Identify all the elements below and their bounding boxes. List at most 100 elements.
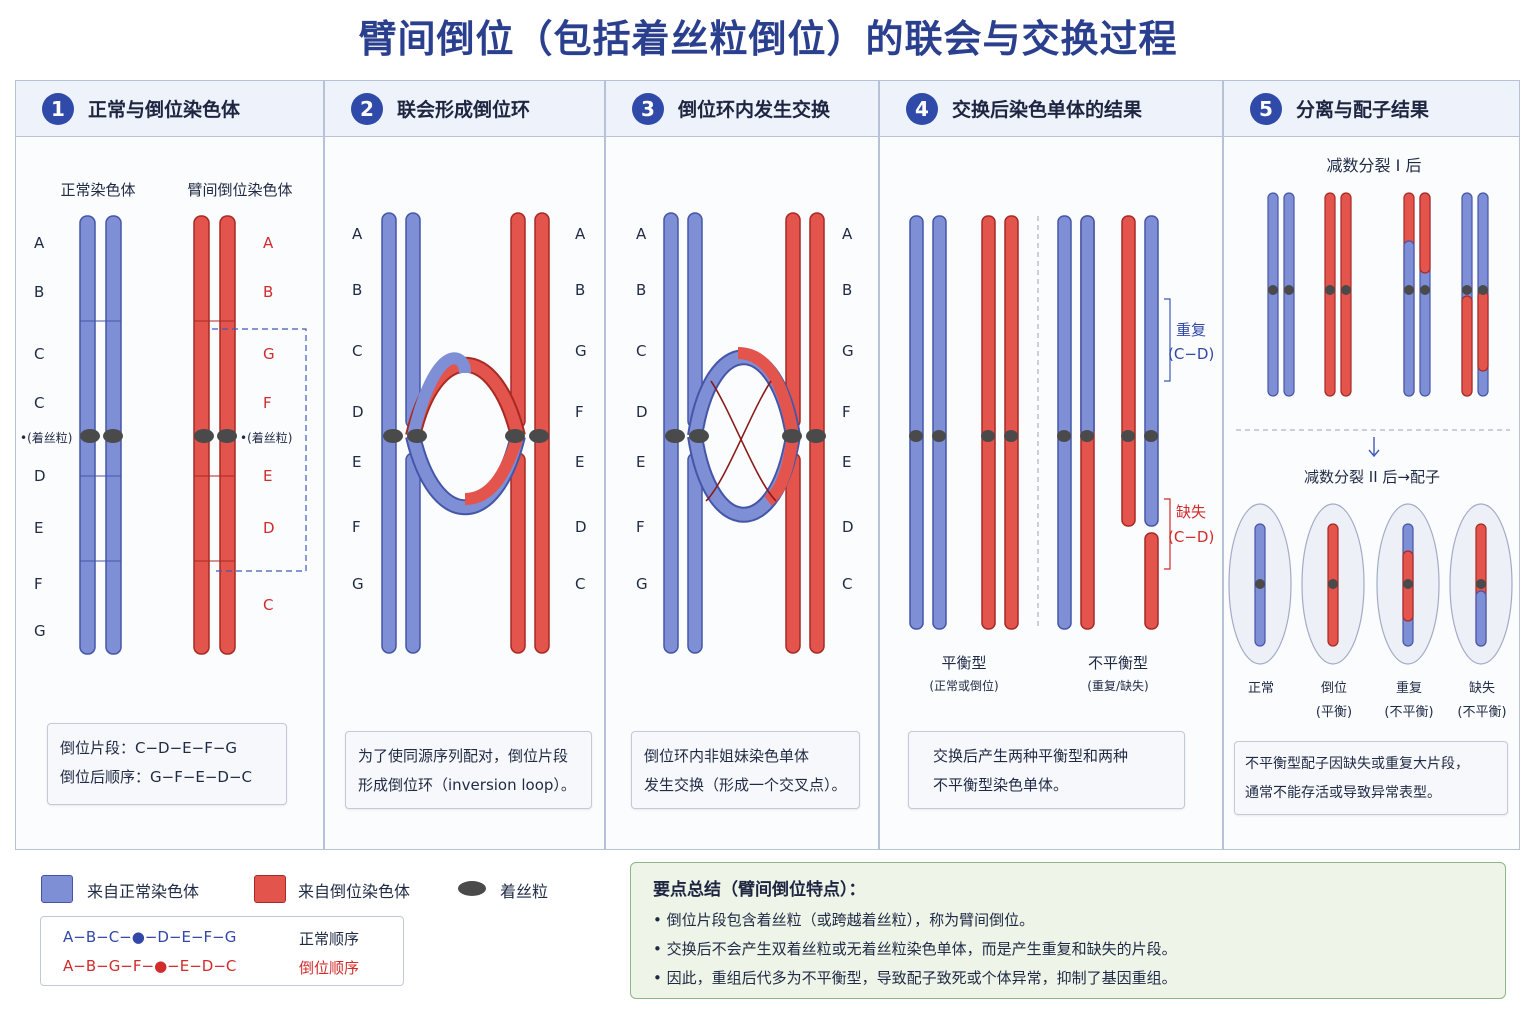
- gene-label: G: [263, 345, 275, 363]
- panel3-crossover: [663, 212, 826, 654]
- gamete-deletion: [1449, 503, 1513, 665]
- panel-note: 不平衡型配子因缺失或重复大片段， 通常不能存活或导致异常表型。: [1234, 741, 1508, 815]
- panel-header: 1 正常与倒位染色体: [16, 81, 323, 137]
- panel-title: 交换后染色单体的结果: [952, 99, 1143, 121]
- deletion-label: 缺失: [1176, 503, 1207, 521]
- gamete-sublabel: (平衡): [1315, 705, 1353, 720]
- gene-label: D: [352, 403, 364, 421]
- sequence-legend: A−B−C−●−D−E−F−G 正常顺序 A−B−G−F−●−E−D−C 倒位顺…: [40, 916, 404, 986]
- panel-normal-vs-inverted: 1 正常与倒位染色体 正常染色体 臂间倒位染色体 A B C C •(着丝粒): [15, 80, 324, 850]
- duplication-bracket: [1164, 298, 1171, 382]
- gene-label: F: [842, 403, 851, 421]
- gene-label: E: [842, 453, 852, 471]
- gene-label: C: [636, 342, 647, 360]
- centromere-icon: [407, 429, 427, 443]
- gene-label: G: [636, 575, 648, 593]
- centromere-label: •(着丝粒): [20, 431, 73, 445]
- centromere-icon: [806, 429, 826, 443]
- gene-label: A: [34, 234, 45, 252]
- gene-label: F: [263, 394, 272, 412]
- gene-label: A: [636, 225, 647, 243]
- centromere-icon: [1404, 285, 1414, 295]
- panel1-chromosomes: [79, 215, 307, 655]
- panel-note: 交换后产生两种平衡型和两种 不平衡型染色单体。: [908, 731, 1185, 809]
- centromere-icon: [782, 429, 802, 443]
- crossover-lines: [710, 380, 777, 502]
- gene-label: C: [575, 575, 586, 593]
- down-arrow-icon: [1368, 437, 1380, 458]
- panel-header: 2 联会形成倒位环: [325, 81, 604, 137]
- step-number-badge: 3: [632, 92, 664, 125]
- step-number-badge: 1: [42, 92, 74, 125]
- gene-label: D: [263, 519, 275, 537]
- gene-label: E: [575, 453, 585, 471]
- gamete-label: 倒位: [1320, 681, 1348, 696]
- panel-crossover-results: 4 交换后染色单体的结果 重复 (C−D) 缺失 (C−D) 平衡型 (正常或倒…: [879, 80, 1223, 850]
- normal-chromosome-heading: 正常染色体: [60, 181, 136, 199]
- panel-header: 5 分离与配子结果: [1224, 81, 1519, 137]
- gene-label: E: [263, 467, 273, 485]
- unbalanced-sublabel: (重复/缺失): [1087, 679, 1149, 693]
- summary-item: • 倒位片段包含着丝粒（或跨越着丝粒），称为臂间倒位。: [653, 911, 1035, 929]
- gamete-inverted: [1301, 503, 1365, 665]
- duplication-range: (C−D): [1168, 345, 1215, 363]
- centromere-icon: [505, 429, 525, 443]
- meiosis-ii-label: 减数分裂 II 后→配子: [1304, 468, 1440, 486]
- inverted-sequence: A−B−G−F−●−E−D−C: [63, 957, 237, 975]
- centromere-icon: [383, 429, 403, 443]
- panel-note: 倒位环内非姐妹染色单体 发生交换（形成一个交叉点）。: [631, 731, 860, 809]
- panel-crossover-in-loop: 3 倒位环内发生交换 A B C D E F G A B G F E D C 倒…: [605, 80, 879, 850]
- gene-label: C: [352, 342, 363, 360]
- gene-label: F: [34, 575, 43, 593]
- gamete-label: 缺失: [1468, 681, 1496, 696]
- gene-label: F: [352, 518, 361, 536]
- gamete-sublabel: (不平衡): [1457, 705, 1507, 720]
- legend-normal-swatch: [41, 875, 73, 903]
- gene-label: B: [575, 281, 586, 299]
- panel-title: 正常与倒位染色体: [88, 99, 241, 121]
- panel-title: 倒位环内发生交换: [678, 99, 831, 121]
- legend-inverted-swatch: [254, 875, 286, 903]
- gamete-normal: [1228, 503, 1292, 665]
- legend-normal-label: 来自正常染色体: [87, 882, 200, 901]
- gene-label: A: [575, 225, 586, 243]
- gene-label: C: [842, 575, 853, 593]
- gene-label: G: [575, 342, 587, 360]
- centromere-label: •(着丝粒): [240, 431, 293, 445]
- centromere-icon: [1144, 430, 1158, 442]
- centromere-icon: [689, 429, 709, 443]
- gene-label: G: [352, 575, 364, 593]
- gene-label: A: [263, 234, 274, 252]
- gene-label: B: [34, 283, 45, 301]
- gene-label: E: [352, 453, 362, 471]
- centromere-icon: [1462, 285, 1472, 295]
- centromere-icon: [932, 430, 946, 442]
- gene-label: D: [575, 518, 587, 536]
- gene-label: A: [842, 225, 853, 243]
- normal-sequence: A−B−C−●−D−E−F−G: [63, 928, 237, 946]
- centromere-icon: [80, 429, 100, 443]
- legend-and-summary: 来自正常染色体 来自倒位染色体 着丝粒 A−B−C−●−D−E−F−G 正常顺序…: [0, 850, 1536, 1024]
- gene-label: C: [263, 596, 274, 614]
- gene-label: E: [636, 453, 646, 471]
- summary-box: 要点总结（臂间倒位特点）： • 倒位片段包含着丝粒（或跨越着丝粒），称为臂间倒位…: [630, 862, 1506, 999]
- panel-header: 4 交换后染色单体的结果: [880, 81, 1222, 137]
- step-number-badge: 2: [351, 92, 383, 125]
- panel-synapsis-loop: 2 联会形成倒位环 A B C D E F G A B G F E D C 为了…: [324, 80, 605, 850]
- legend-inverted-label: 来自倒位染色体: [298, 882, 411, 901]
- gamete-duplication: [1376, 503, 1440, 665]
- centromere-icon: [458, 881, 486, 896]
- centromere-icon: [981, 430, 995, 442]
- panel4-chromatids: [909, 215, 1171, 630]
- centromere-icon: [1325, 285, 1335, 295]
- inversion-bracket: [212, 328, 307, 572]
- inverted-sequence-label: 倒位顺序: [299, 959, 360, 977]
- summary-item: • 交换后不会产生双着丝粒或无着丝粒染色单体，而是产生重复和缺失的片段。: [653, 940, 1177, 958]
- panel2-loop: [381, 212, 550, 654]
- panel5-segregation: [1228, 192, 1513, 665]
- page-title: 臂间倒位（包括着丝粒倒位）的联会与交换过程: [358, 17, 1178, 61]
- summary-title: 要点总结（臂间倒位特点）：: [653, 880, 866, 900]
- duplication-label: 重复: [1176, 321, 1207, 339]
- centromere-icon: [1057, 430, 1071, 442]
- centromere-icon: [665, 429, 685, 443]
